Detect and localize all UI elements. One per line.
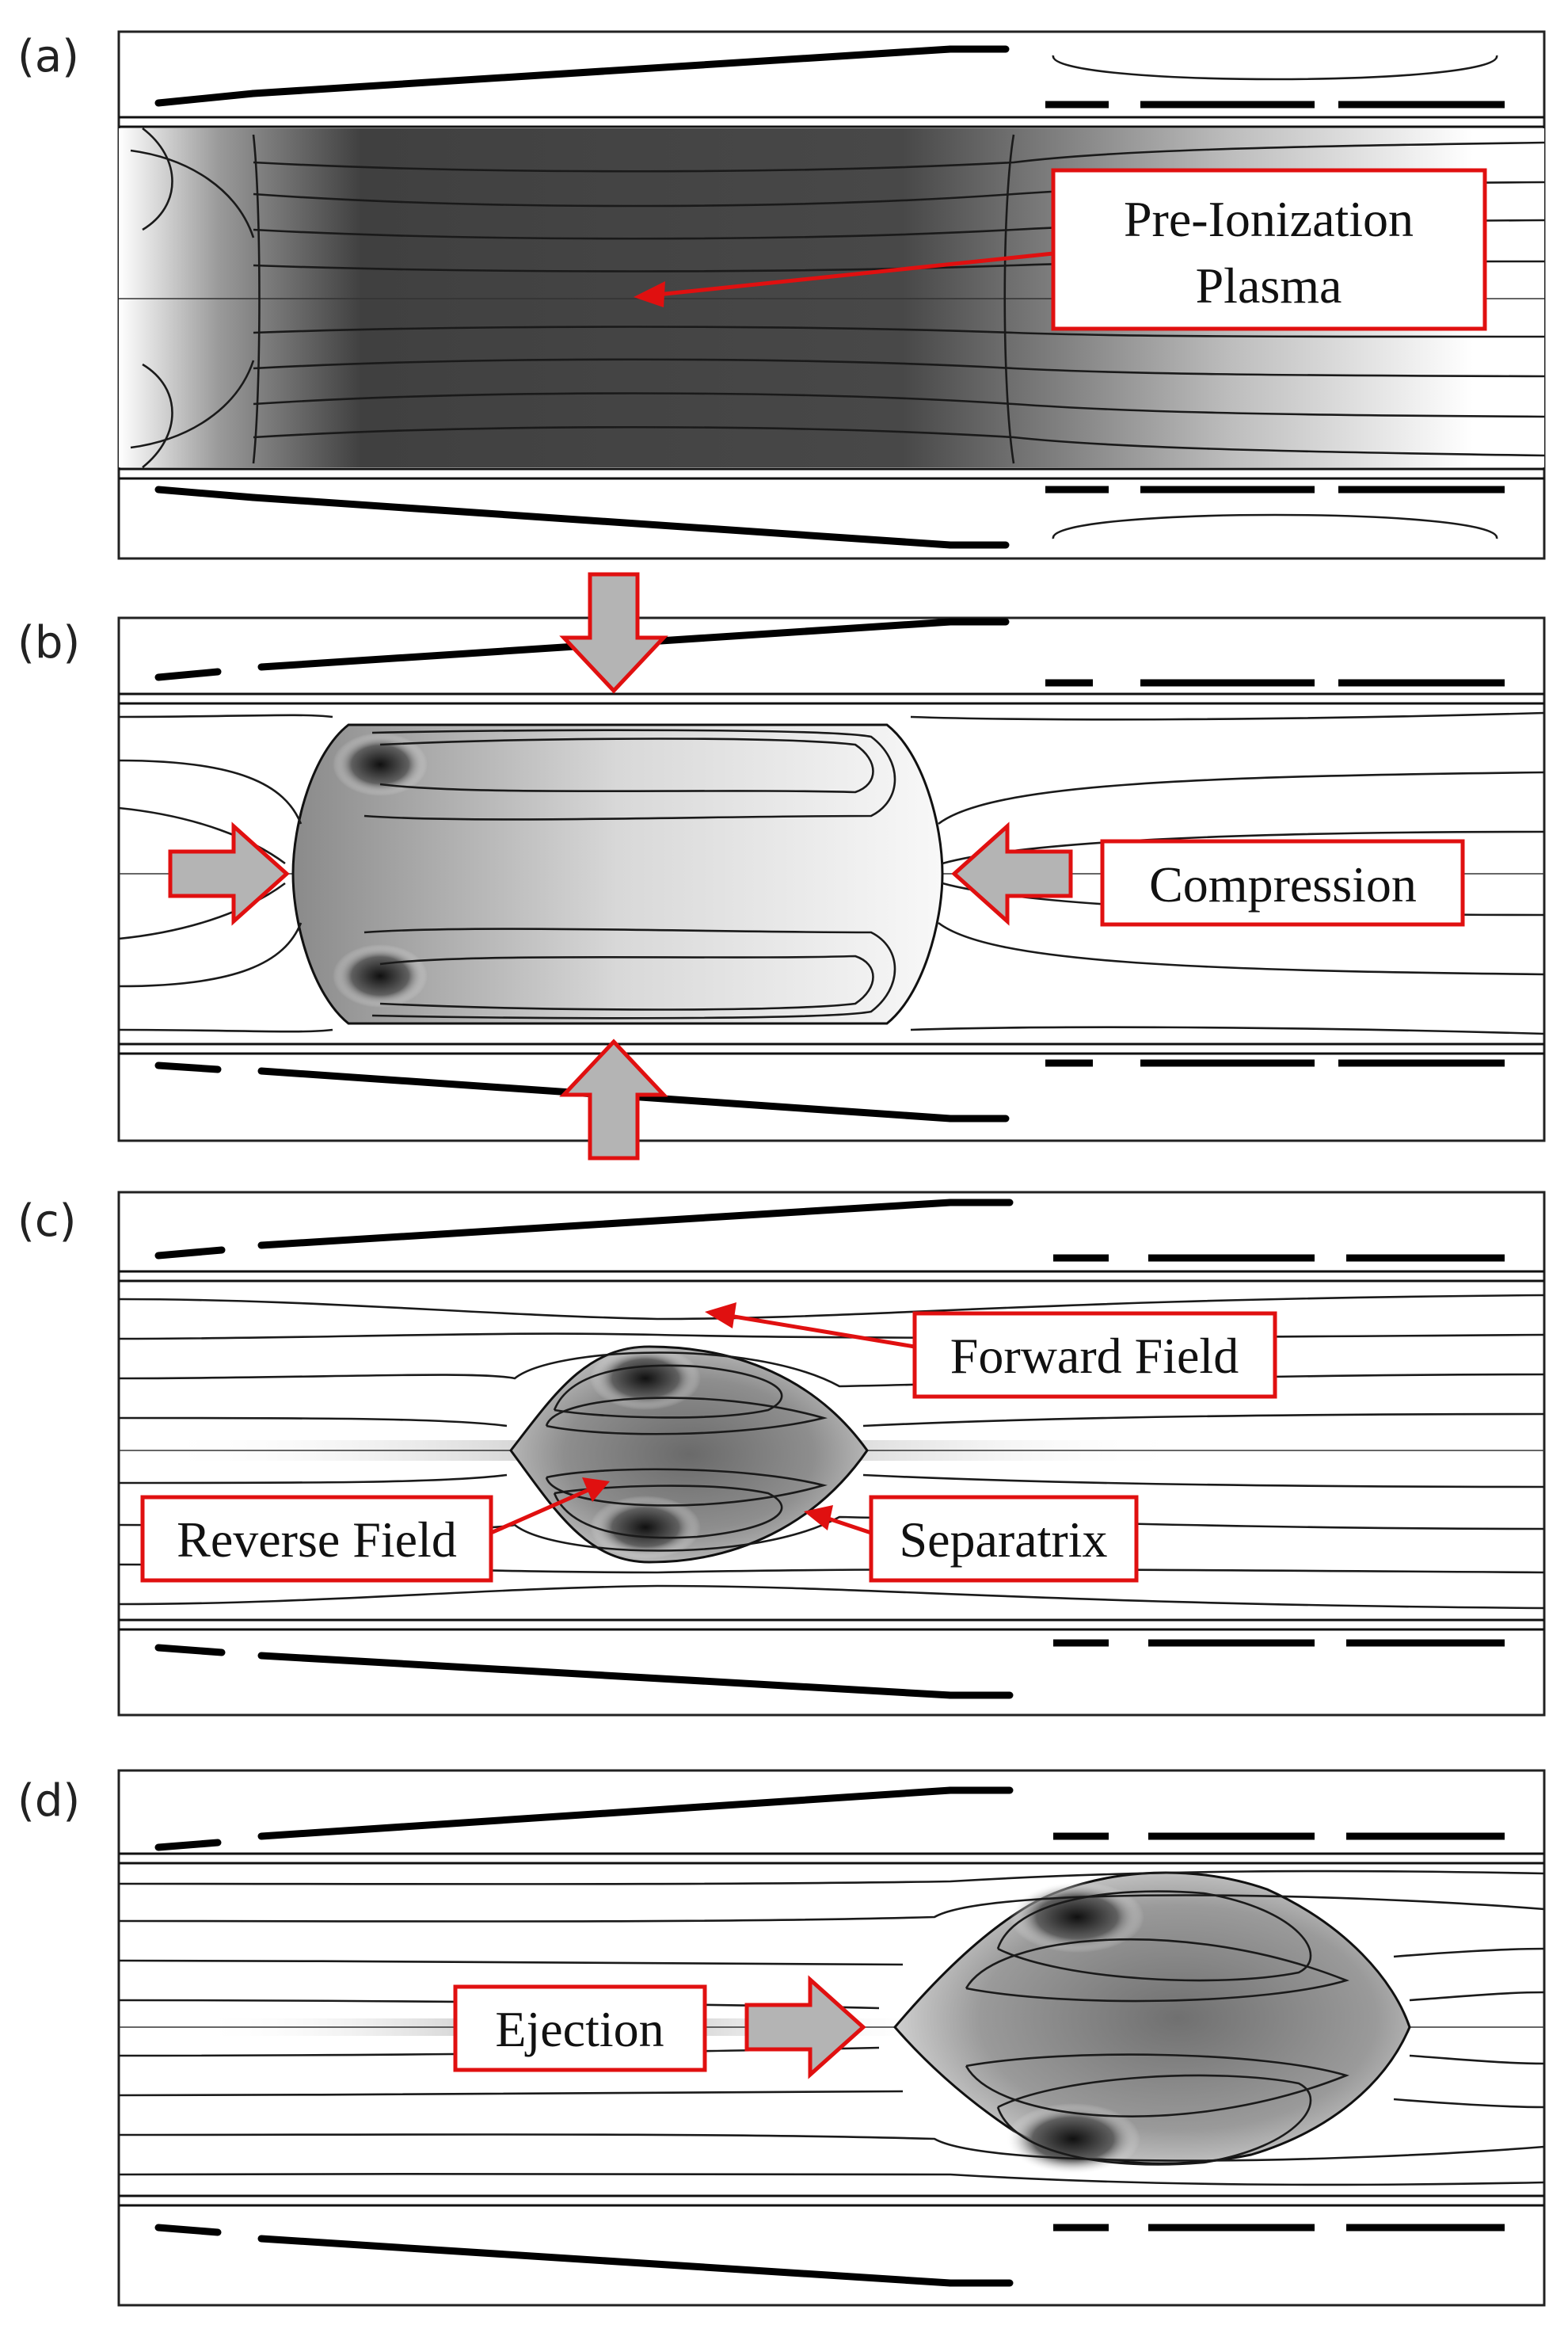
panel-c-frame <box>117 1191 1546 1717</box>
panel-a: (a) <box>17 30 1546 560</box>
panel-d-frame <box>117 1769 1546 2307</box>
panel-d: (d) <box>17 1769 1546 2307</box>
coil-bottom-left-c <box>154 1644 226 1656</box>
callout-compression: Compression <box>1100 839 1465 927</box>
callout-compression-text: Compression <box>1149 856 1417 913</box>
compression-arrow-bottom <box>559 1039 668 1161</box>
callout-forward-field-text: Forward Field <box>950 1328 1239 1384</box>
pointer-pre-ionization-head <box>634 281 665 307</box>
coil-bottom-taper-c <box>257 1652 954 1699</box>
callout-separatrix: Separatrix <box>804 1495 1139 1583</box>
callout-pre-ionization-line2: Plasma <box>1196 257 1342 314</box>
callout-pre-ionization-line1: Pre-Ionization <box>1124 191 1414 247</box>
callout-ejection: Ejection <box>453 1984 707 2072</box>
compression-arrow-top <box>559 572 668 694</box>
coil-top-left-c <box>154 1246 226 1260</box>
pointer-separatrix <box>823 1515 872 1535</box>
coil-bottom-left <box>154 486 257 501</box>
panel-a-label: (a) <box>17 31 79 82</box>
coil-bottom-left-b <box>154 1061 222 1073</box>
panel-d-label: (d) <box>17 1775 80 1827</box>
pointer-reverse-field <box>489 1487 592 1535</box>
pointer-forward-field-head <box>705 1302 736 1328</box>
compressed-plasma <box>291 723 944 1025</box>
coil-top-taper <box>249 45 954 97</box>
coil-top-left-d <box>154 1839 222 1851</box>
field-lines-d <box>118 1870 1545 2186</box>
compression-arrow-left <box>168 821 290 926</box>
compression-arrow-right <box>951 821 1073 926</box>
callout-separatrix-text: Separatrix <box>900 1511 1108 1568</box>
callout-pre-ionization: Pre-Ionization Plasma <box>634 168 1487 331</box>
plasma-blob-top-c <box>590 1347 701 1410</box>
pointer-pre-ionization <box>649 251 1054 298</box>
coil-bottom-taper-d <box>257 2235 954 2287</box>
callout-reverse-field: Reverse Field <box>140 1477 610 1583</box>
callout-forward-field: Forward Field <box>705 1302 1277 1399</box>
plasma-blob-top-b <box>333 733 428 796</box>
coil-bottom-left-d <box>154 2224 222 2236</box>
pointer-reverse-field-head <box>582 1477 610 1502</box>
pointer-separatrix-head <box>804 1505 833 1530</box>
coil-top-left-b <box>154 668 222 681</box>
ejection-arrow <box>744 1975 866 2079</box>
coil-top-taper-d <box>257 1786 954 1840</box>
pointer-forward-field <box>724 1313 915 1349</box>
plasma-blob-bottom-c <box>590 1496 701 1559</box>
coil-top-taper-c <box>257 1199 954 1249</box>
callout-reverse-field-text: Reverse Field <box>177 1511 457 1568</box>
panel-b: (b) <box>17 572 1546 1161</box>
plasma-blob-bottom-b <box>333 944 428 1008</box>
callout-ejection-text: Ejection <box>495 2001 664 2057</box>
panel-b-frame <box>117 616 1546 1142</box>
separatrix-d <box>893 1871 1411 2165</box>
panel-c-label: (c) <box>17 1195 76 1247</box>
coil-bottom-taper <box>249 494 954 549</box>
panel-b-label: (b) <box>17 617 80 669</box>
coil-top-left <box>154 90 257 107</box>
panel-c: (c) <box>17 1191 1546 1717</box>
